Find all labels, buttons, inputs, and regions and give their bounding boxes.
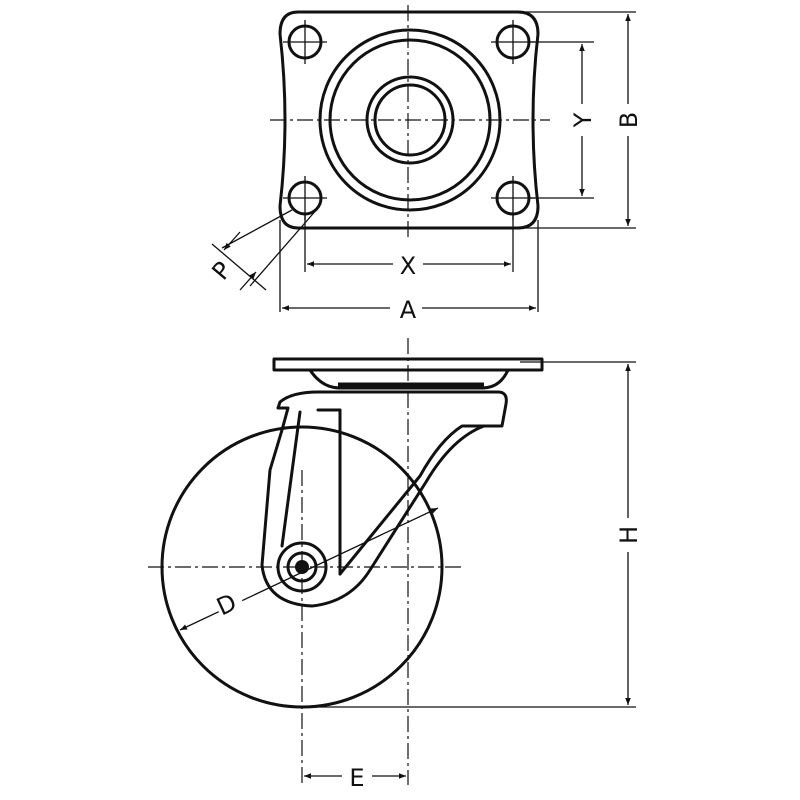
outer-race-inner-ring [328, 38, 492, 202]
side-extension-lines [310, 361, 636, 708]
top-extension-lines [221, 11, 636, 312]
mounting-plate-outline [278, 10, 540, 230]
side-top-plate [272, 357, 544, 372]
dimension-label-b: B [615, 112, 643, 128]
bolt-hole-centermarks [283, 20, 535, 220]
side-view: H E D [148, 338, 643, 792]
kingpin-boss-inner [373, 83, 447, 157]
dimension-label-a: A [400, 296, 417, 324]
dimension-line-p [211, 243, 267, 291]
fork-leg-front [280, 410, 302, 548]
outer-race-ring [318, 28, 502, 212]
dimension-label-y: Y [569, 112, 597, 128]
kingpin-boss-outer [365, 75, 455, 165]
dimension-label-x: X [400, 252, 416, 280]
fork-inner-edge [338, 424, 486, 576]
wheel-outline [160, 425, 444, 709]
dimension-label-e: E [349, 764, 364, 792]
dimension-label-h: H [615, 526, 643, 544]
dimension-label-p: P [206, 256, 237, 285]
top-view: A X B Y P [206, 5, 643, 324]
